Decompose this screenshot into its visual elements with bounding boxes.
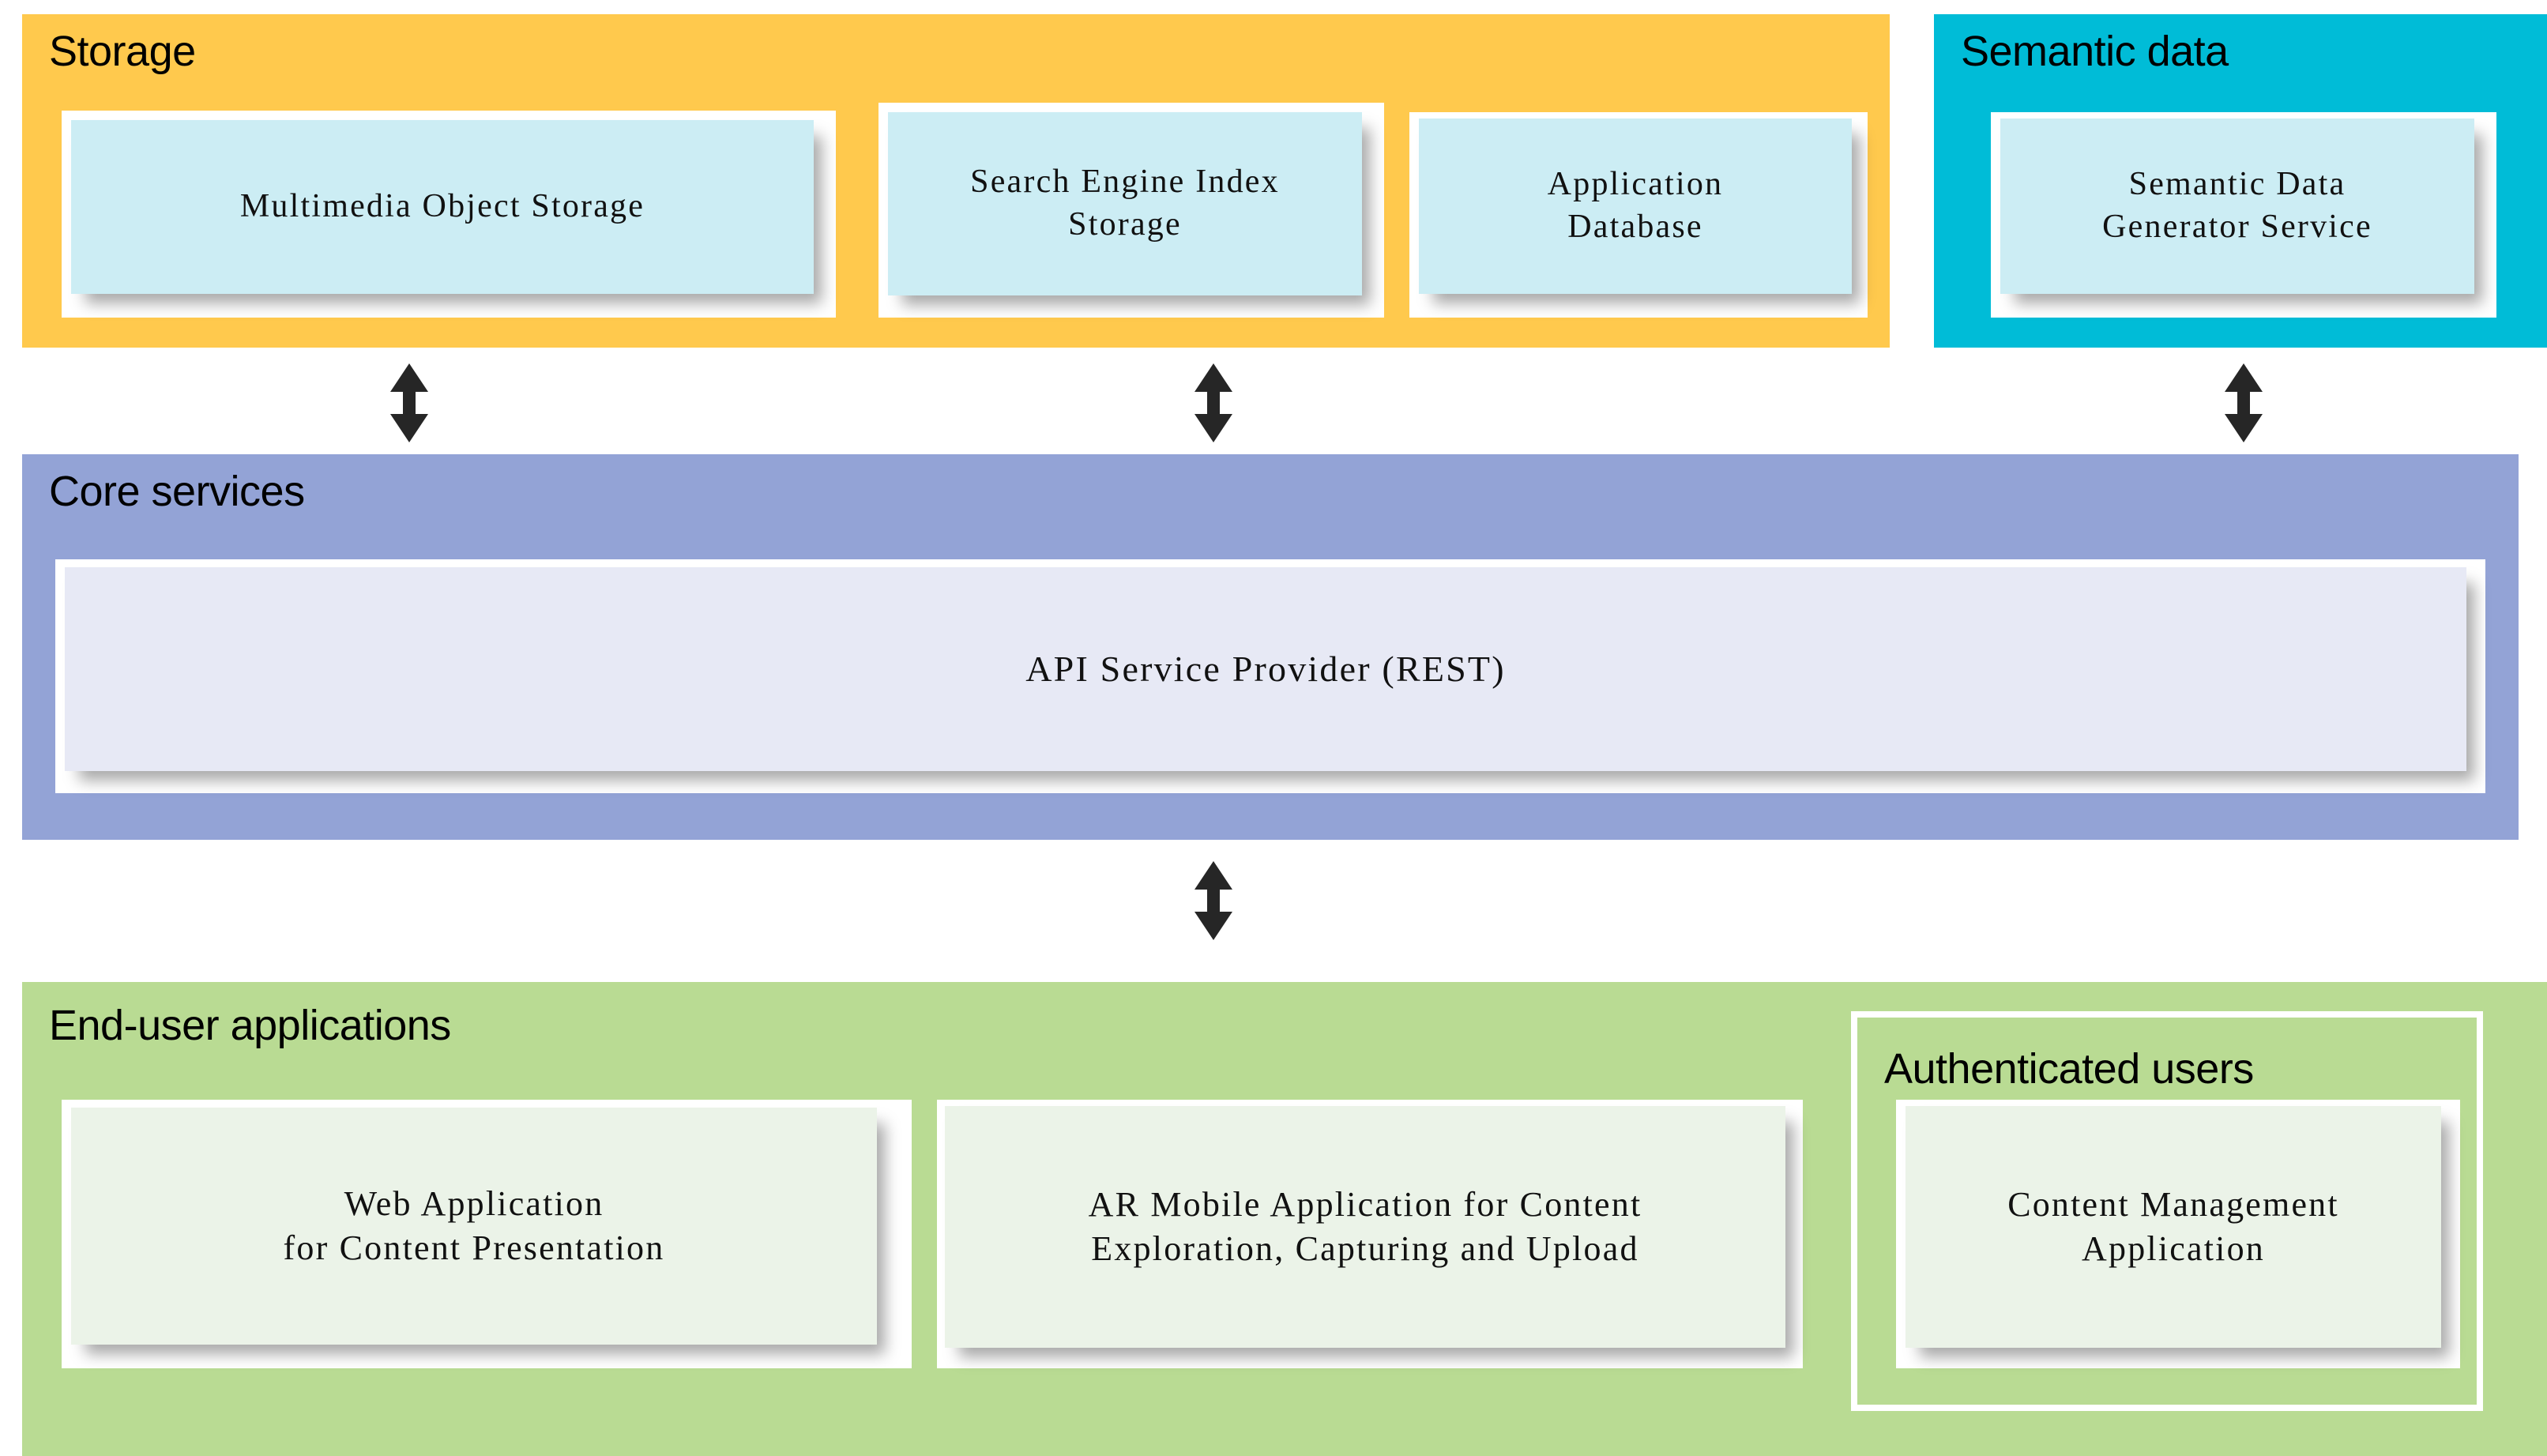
zone-storage-title: Storage [49,28,196,75]
card-content-management-application[interactable]: Content Management Application [1906,1106,2441,1348]
connector-storage-to-core [387,363,431,442]
zone-semantic-data-title: Semantic data [1961,28,2229,75]
card-label-content-management-application: Content Management Application [2007,1184,2339,1268]
zone-core-services-title: Core services [49,468,305,515]
card-search-engine-index-storage[interactable]: Search Engine Index Storage [888,112,1362,295]
connector-semantic-to-core [2222,363,2266,442]
card-label-ar-mobile-application: AR Mobile Application for Content Explor… [1088,1184,1642,1268]
card-label-search-engine-index-storage: Search Engine Index Storage [970,164,1280,243]
card-label-multimedia-object-storage: Multimedia Object Storage [239,188,645,225]
connector-core-to-enduser [1191,861,1236,940]
card-api-service-provider[interactable]: API Service Provider (REST) [65,567,2466,771]
card-label-web-application: Web Application for Content Presentation [283,1183,665,1267]
card-web-application[interactable]: Web Application for Content Presentation [71,1108,877,1345]
card-ar-mobile-application[interactable]: AR Mobile Application for Content Explor… [945,1106,1785,1348]
card-label-api-service-provider: API Service Provider (REST) [1025,648,1506,689]
subzone-authenticated-users-title: Authenticated users [1884,1045,2254,1093]
card-semantic-data-generator-service[interactable]: Semantic Data Generator Service [2000,119,2474,294]
connector-search-index-to-core [1191,363,1236,442]
card-multimedia-object-storage[interactable]: Multimedia Object Storage [71,120,814,294]
card-label-application-database: Application Database [1547,166,1724,245]
zone-end-user-applications-title: End-user applications [49,1002,451,1049]
card-application-database[interactable]: Application Database [1419,119,1852,294]
card-label-semantic-data-generator-service: Semantic Data Generator Service [2102,166,2372,245]
